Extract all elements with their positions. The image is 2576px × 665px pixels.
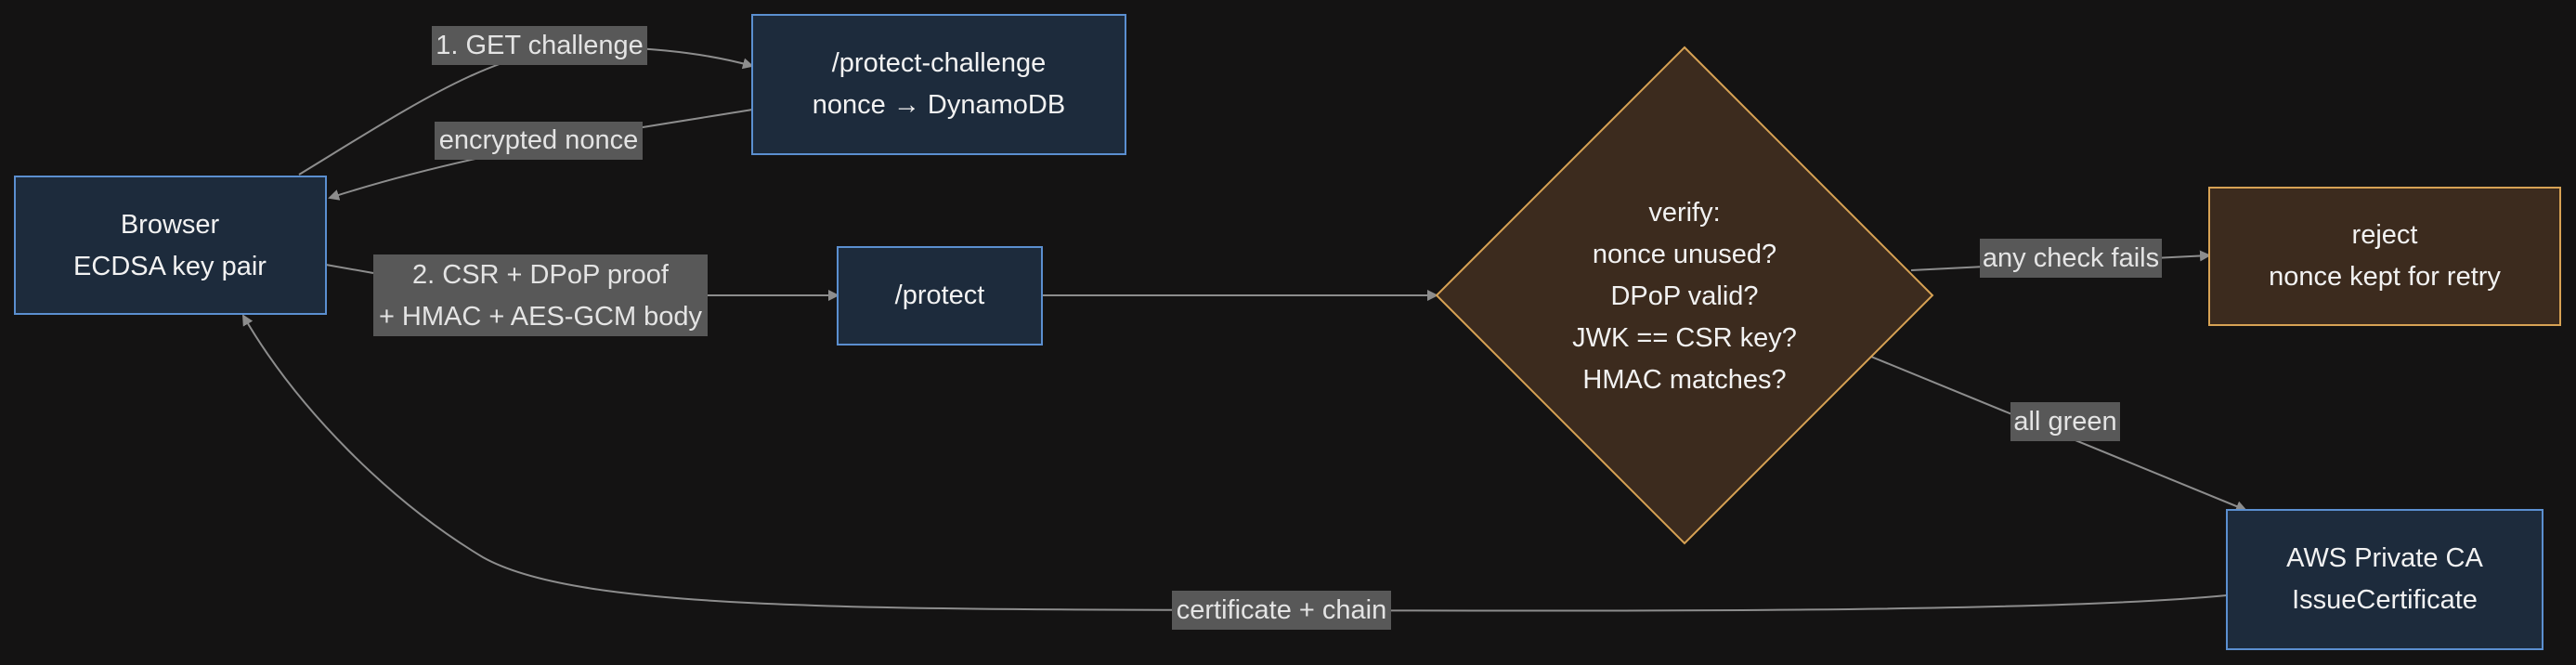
- all-green-label: all green: [2013, 407, 2116, 437]
- reject-title: reject: [2352, 220, 2418, 250]
- verify-decision[interactable]: [1435, 46, 1934, 545]
- any-check-fails-label-bg: [1980, 239, 2162, 278]
- encrypted-nonce-label: encrypted nonce: [439, 125, 638, 155]
- verify-line-3: DPoP valid?: [1610, 281, 1758, 311]
- aws-ca-title: AWS Private CA: [2286, 543, 2483, 573]
- protect-challenge-node[interactable]: [751, 14, 1126, 155]
- edge-certificate-chain: [241, 314, 2228, 612]
- browser-node[interactable]: [14, 176, 327, 315]
- protect-node[interactable]: [837, 246, 1043, 346]
- protect-challenge-subtitle: nonce → DynamoDB: [813, 90, 1065, 120]
- verify-line-5: HMAC matches?: [1582, 365, 1786, 395]
- aws-ca-node[interactable]: [2226, 509, 2543, 650]
- encrypted-nonce-label-bg: [435, 122, 643, 160]
- csr-label-line-2: + HMAC + AES-GCM body: [379, 302, 703, 332]
- browser-title: Browser: [121, 210, 220, 240]
- any-check-fails-label: any check fails: [1983, 243, 2159, 273]
- verify-line-4: JWK == CSR key?: [1572, 323, 1797, 353]
- browser-subtitle: ECDSA key pair: [73, 252, 267, 281]
- verify-line-2: nonce unused?: [1593, 240, 1776, 269]
- edge-csr-request: [325, 264, 374, 274]
- aws-ca-subtitle: IssueCertificate: [2292, 585, 2478, 615]
- get-challenge-label-bg: [432, 26, 647, 65]
- protect-challenge-title: /protect-challenge: [832, 48, 1047, 78]
- all-green-label-bg: [2010, 402, 2120, 441]
- reject-subtitle: nonce kept for retry: [2269, 262, 2501, 292]
- protect-title: /protect: [895, 280, 985, 310]
- verify-line-1: verify:: [1648, 198, 1720, 228]
- certificate-chain-label: certificate + chain: [1177, 595, 1386, 625]
- csr-label-bg: [373, 254, 708, 336]
- certificate-chain-label-bg: [1172, 591, 1391, 630]
- csr-label-line-1: 2. CSR + DPoP proof: [412, 260, 670, 290]
- reject-node[interactable]: [2208, 187, 2561, 326]
- get-challenge-label: 1. GET challenge: [436, 31, 644, 60]
